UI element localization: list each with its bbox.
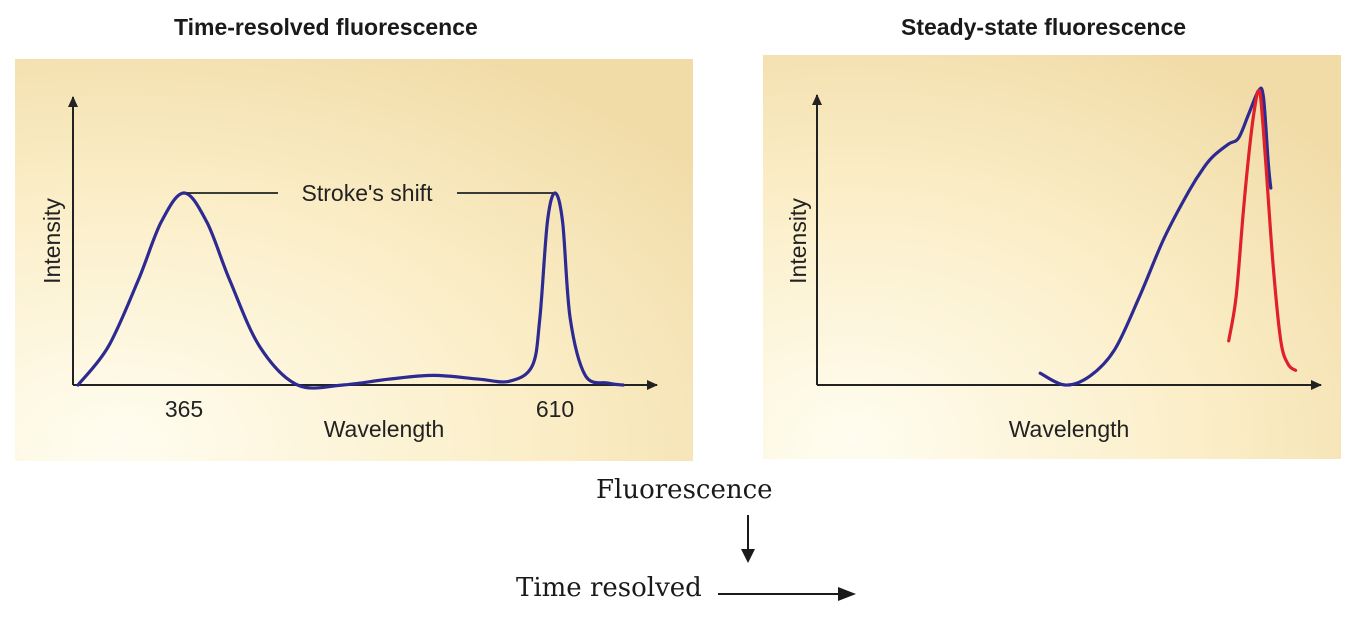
time-resolved-label: Time resolved [516,573,702,603]
x-axis-label: Wavelength [324,416,445,442]
series-line-2 [1227,88,1298,372]
time-resolved-chart: Intensity Wavelength 365 610 Stroke's sh… [15,59,693,461]
right-arrow-icon [718,587,856,601]
x-axis-label: Wavelength [1009,416,1130,442]
y-axis-label: Intensity [39,198,65,284]
x-tick-label-365: 365 [165,396,203,422]
series-line-1 [76,191,625,390]
fluorescence-label: Fluorescence [596,475,773,505]
down-arrow-icon [741,515,755,563]
right-panel-title: Steady-state fluorescence [901,14,1187,40]
y-axis-label: Intensity [785,198,811,284]
chart-background [15,59,693,461]
stokes-shift-annotation: Stroke's shift [302,180,434,206]
x-tick-label-610: 610 [536,396,574,422]
steady-state-chart: Intensity Wavelength [763,55,1341,459]
series-line-1 [1038,86,1273,387]
left-panel-title: Time-resolved fluorescence [174,14,478,40]
